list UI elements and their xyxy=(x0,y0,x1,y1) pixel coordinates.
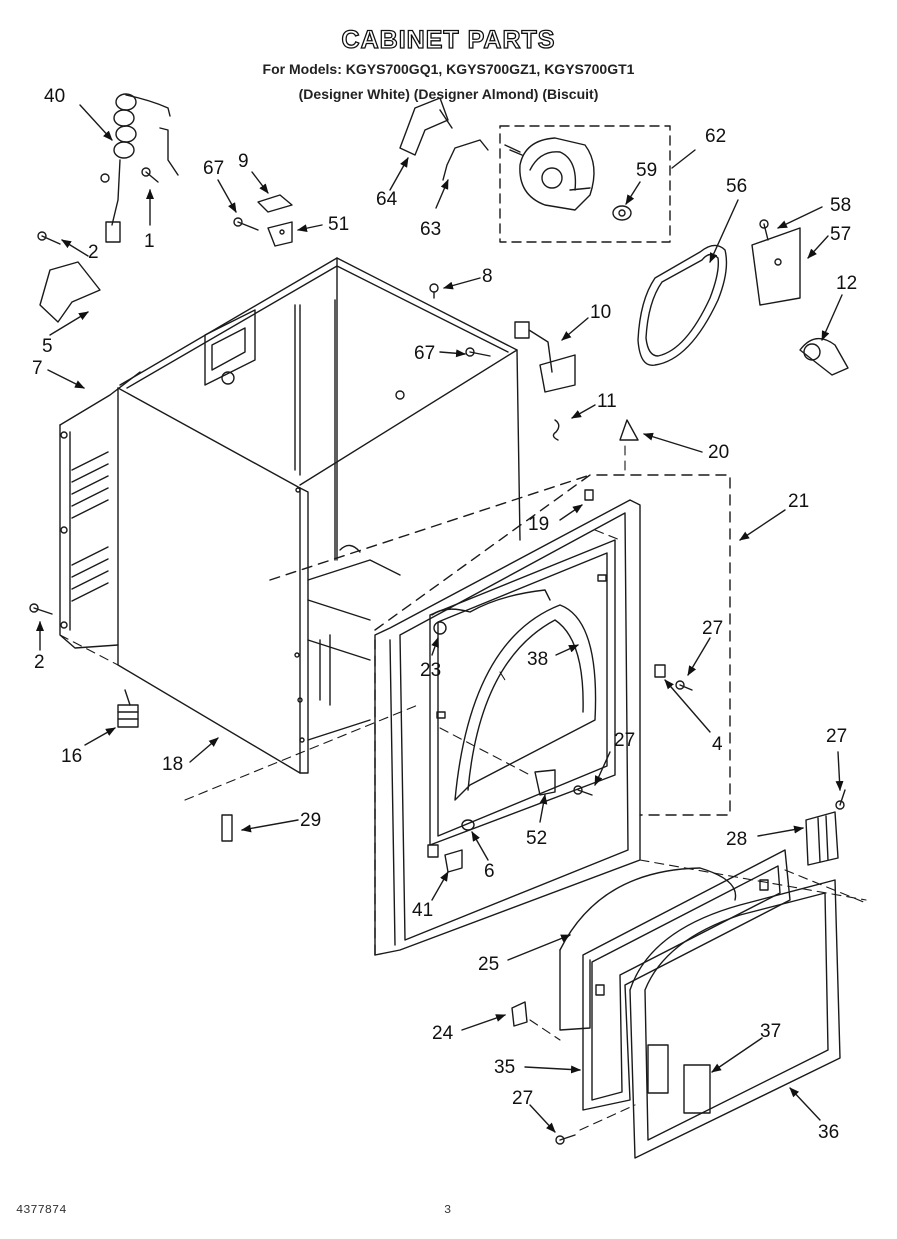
screw-2a xyxy=(37,231,61,245)
callout-12: 12 xyxy=(836,273,857,294)
front-panel xyxy=(374,489,641,956)
callout-62: 62 xyxy=(705,126,726,147)
callout-10: 10 xyxy=(590,302,611,323)
door-assembly xyxy=(511,849,841,1159)
callout-38: 38 xyxy=(527,649,548,670)
screw-27a xyxy=(675,680,693,691)
plug-8 xyxy=(429,283,439,299)
callout-24: 24 xyxy=(432,1023,454,1044)
washer-6 xyxy=(461,819,475,831)
drive-motor xyxy=(504,137,595,211)
label-9 xyxy=(257,194,293,213)
screw-27c xyxy=(835,789,846,810)
screw-27b xyxy=(573,785,593,796)
bracket-64 xyxy=(399,97,453,156)
callout-19: 19 xyxy=(528,514,549,535)
callout-labels: 40 1 67 9 51 64 63 62 59 56 58 57 2 5 8 … xyxy=(32,86,857,1143)
page-number: 3 xyxy=(444,1203,452,1217)
screw-2b xyxy=(29,603,53,615)
drive-belt-56 xyxy=(637,244,728,366)
leveling-leg-16 xyxy=(117,689,139,728)
callout-23: 23 xyxy=(420,660,441,681)
callout-57: 57 xyxy=(830,224,851,245)
drive-motor-box xyxy=(499,125,671,243)
screw-58 xyxy=(759,219,769,241)
callout-58: 58 xyxy=(830,195,851,216)
callout-7: 7 xyxy=(32,358,43,379)
callout-27c: 27 xyxy=(614,730,635,751)
page-title: CABINET PARTS xyxy=(341,25,556,54)
callout-41: 41 xyxy=(412,900,433,921)
callout-59: 59 xyxy=(636,160,657,181)
alignment-lines xyxy=(59,439,867,1131)
callout-25: 25 xyxy=(478,954,499,975)
document-number: 4377874 xyxy=(16,1203,67,1217)
callout-27b: 27 xyxy=(826,726,847,747)
callout-67a: 67 xyxy=(203,158,224,179)
callout-16: 16 xyxy=(61,746,82,767)
power-cord xyxy=(100,93,179,243)
callout-2a: 2 xyxy=(88,242,99,263)
callout-40: 40 xyxy=(44,86,65,107)
callout-27a: 27 xyxy=(702,618,723,639)
bracket-5 xyxy=(39,261,101,323)
callout-37: 37 xyxy=(760,1021,781,1042)
callout-6: 6 xyxy=(484,861,495,882)
callout-9: 9 xyxy=(238,151,249,172)
cone-20 xyxy=(619,419,639,441)
callout-51: 51 xyxy=(328,214,349,235)
callout-56: 56 xyxy=(726,176,747,197)
bracket-57 xyxy=(751,227,801,306)
harness-10 xyxy=(514,321,576,393)
cabinet-body xyxy=(59,257,521,774)
callout-64: 64 xyxy=(376,189,398,210)
callout-8: 8 xyxy=(482,266,493,287)
callout-63: 63 xyxy=(420,219,441,240)
latch-52 xyxy=(534,769,556,796)
models-line: For Models: KGYS700GQ1, KGYS700GZ1, KGYS… xyxy=(262,61,635,77)
screw-1 xyxy=(141,167,159,183)
wire-clip-63 xyxy=(442,139,489,181)
callout-4: 4 xyxy=(712,734,723,755)
callout-18: 18 xyxy=(162,754,183,775)
callout-5: 5 xyxy=(42,336,53,357)
callout-11: 11 xyxy=(597,391,617,412)
bracket-51 xyxy=(267,221,293,247)
callout-36: 36 xyxy=(818,1122,839,1143)
motor-clip-59 xyxy=(612,205,632,221)
callout-27d: 27 xyxy=(512,1088,533,1109)
callout-28: 28 xyxy=(726,829,747,850)
screw-67b xyxy=(465,347,491,357)
colors-line: (Designer White) (Designer Almond) (Bisc… xyxy=(298,86,599,102)
hinge-28 xyxy=(805,811,839,866)
idler-12 xyxy=(799,337,849,376)
callout-1: 1 xyxy=(144,231,155,252)
leader-lines xyxy=(36,104,844,1133)
callout-52: 52 xyxy=(526,828,547,849)
screw-67a xyxy=(233,217,259,231)
callout-2b: 2 xyxy=(34,652,45,673)
front-panel-boundary xyxy=(269,474,731,956)
clip-11 xyxy=(552,419,560,441)
callout-67b: 67 xyxy=(414,343,435,364)
callout-29: 29 xyxy=(300,810,321,831)
clip-4 xyxy=(654,664,666,678)
clip-41 xyxy=(444,849,463,873)
callout-21: 21 xyxy=(788,491,809,512)
bracket-29 xyxy=(221,814,233,842)
callout-35: 35 xyxy=(494,1057,515,1078)
callout-20: 20 xyxy=(708,442,729,463)
